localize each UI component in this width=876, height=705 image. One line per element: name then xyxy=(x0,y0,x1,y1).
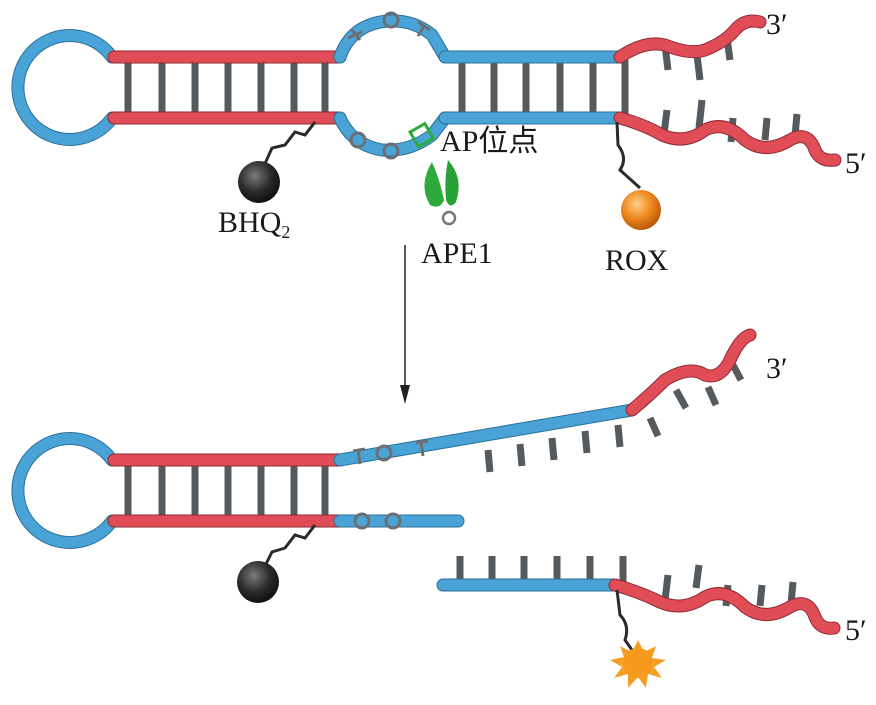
bottom-cleaved-probe xyxy=(11,328,841,688)
lower-wavy-tail xyxy=(613,99,842,167)
fluorophore-rox xyxy=(615,121,661,230)
fluorescence-burst-icon xyxy=(610,589,666,688)
rox-ball xyxy=(621,190,661,230)
base-pair-rungs xyxy=(124,60,329,116)
label-3prime-top: 3′ xyxy=(766,8,788,41)
ap-site-marker xyxy=(408,121,436,149)
ape1-enzyme-icon xyxy=(424,160,459,226)
lower-cleaved-fragment xyxy=(333,512,465,530)
central-bubble-loop xyxy=(333,11,452,160)
base-pair-rungs xyxy=(458,60,629,116)
top-hairpin-probe xyxy=(11,11,842,230)
quencher-bhq2 xyxy=(237,524,317,603)
quencher-bhq2 xyxy=(238,121,317,203)
upper-wavy-tail xyxy=(613,14,767,81)
loop-nucleotides-top xyxy=(347,11,431,41)
label-5prime-top: 5′ xyxy=(845,147,867,180)
reaction-arrow xyxy=(400,245,410,404)
cleaved-nucleotides-upper xyxy=(352,439,429,465)
label-bhq2: BHQ2 xyxy=(218,206,290,242)
label-ape1: APE1 xyxy=(421,237,493,270)
upper-released-strand xyxy=(333,328,757,473)
left-stem xyxy=(107,50,347,125)
quencher-ball xyxy=(237,561,279,603)
left-loop xyxy=(11,432,119,549)
right-stem xyxy=(438,50,629,125)
single-strand-bases xyxy=(484,363,745,473)
quencher-ball xyxy=(238,161,280,203)
left-stem xyxy=(107,453,347,528)
label-ap-site: AP位点 xyxy=(440,125,538,158)
loop-nucleotides-bottom xyxy=(349,131,400,160)
left-loop xyxy=(11,29,119,146)
label-5prime-bottom: 5′ xyxy=(845,614,867,647)
base-pair-rungs xyxy=(124,463,329,518)
label-3prime-bottom: 3′ xyxy=(766,352,788,385)
released-fluorophore-strand xyxy=(436,556,841,635)
label-rox: ROX xyxy=(605,244,669,277)
